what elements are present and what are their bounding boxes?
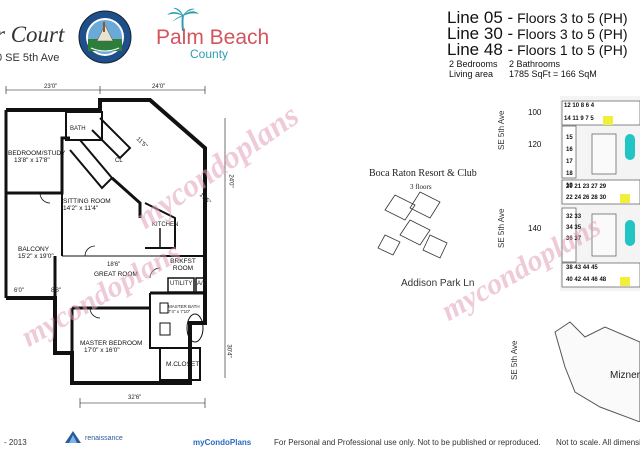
units-row5: 38 43 44 45 bbox=[566, 265, 598, 271]
lines-list: Line 05 - Floors 3 to 5 (PH) Line 30 - F… bbox=[447, 8, 628, 59]
units-col: 15 16 17 18 19 bbox=[566, 135, 573, 189]
room-great: GREAT ROOM bbox=[94, 271, 138, 278]
label-utility: UTILITY bbox=[170, 281, 193, 287]
room-sitting: SITTING ROOM 14'2" x 11'4" bbox=[63, 198, 111, 212]
units-row1: 12 10 8 6 4 bbox=[564, 103, 595, 109]
county-subtitle: County bbox=[190, 47, 229, 61]
units-row4: 22 24 26 28 30 bbox=[566, 195, 607, 201]
renaissance-logo-icon bbox=[65, 431, 81, 443]
city-seal-logo bbox=[78, 10, 132, 64]
line-entry: Line 30 - Floors 3 to 5 (PH) bbox=[447, 24, 628, 43]
brand-name: myCondoPlans bbox=[193, 438, 252, 447]
room-m-closet: M.CLOSET bbox=[166, 361, 200, 368]
units-row3: 20 21 23 27 29 bbox=[566, 184, 607, 190]
room-brkfst: BRKFST ROOM bbox=[170, 258, 196, 272]
room-bedroom-study: BEDROOM/STUDY 13'8" x 17'8" bbox=[8, 150, 66, 164]
building-title: r Court bbox=[0, 22, 65, 47]
site-plan bbox=[560, 96, 640, 291]
dim-left-small2: 8'8" bbox=[51, 288, 61, 294]
floor-plan bbox=[4, 86, 226, 408]
mizner-building bbox=[554, 321, 640, 422]
street-addison: Addison Park Ln bbox=[401, 278, 475, 289]
county-name: Palm Beach bbox=[156, 26, 270, 49]
line-entry: Line 05 - Floors 3 to 5 (PH) bbox=[447, 8, 628, 27]
line-entry: Line 48 - Floors 1 to 5 (PH) bbox=[447, 40, 628, 59]
street-mizner: Mizner bbox=[610, 370, 640, 381]
street-se5-c: SE 5th Ave bbox=[510, 340, 519, 380]
dim-right-lower: 30'4" bbox=[225, 344, 232, 358]
footer-notice: For Personal and Professional use only. … bbox=[274, 438, 541, 447]
footer-year: - 2013 bbox=[4, 438, 27, 447]
dim-bottom: 32'6" bbox=[128, 395, 142, 401]
label-ac: A/C bbox=[197, 281, 208, 287]
renaissance-name: renaissance bbox=[85, 435, 123, 442]
units-row6: 40 42 44 46 48 bbox=[566, 277, 607, 283]
palm-tree-icon bbox=[167, 7, 199, 31]
dim-top-left: 23'0" bbox=[44, 84, 58, 90]
room-balcony: BALCONY 15'2" x 19'0" bbox=[18, 246, 54, 260]
row-label-120: 120 bbox=[528, 140, 542, 149]
dim-left-small: 6'0" bbox=[14, 288, 24, 294]
room-master-bedroom: MASTER BEDROOM 17'0" x 16'0" bbox=[80, 340, 143, 354]
label-bath: BATH bbox=[70, 126, 86, 132]
label-master-bath: MASTER BATH 7'4" x 7'10" bbox=[168, 304, 200, 314]
units-row2: 14 11 9 7 5 bbox=[564, 116, 594, 122]
footer-scale: Not to scale. All dimensio bbox=[556, 438, 640, 447]
label-closet: CL bbox=[115, 158, 123, 164]
dim-great-room: 18'6" bbox=[107, 262, 121, 268]
resort-building-outline bbox=[377, 191, 448, 259]
resort-name: Boca Raton Resort & Club bbox=[369, 168, 477, 179]
dim-top-right: 24'0" bbox=[152, 84, 166, 90]
row-label-140: 140 bbox=[528, 224, 542, 233]
street-se5-b: SE 5th Ave bbox=[497, 208, 506, 248]
row-label-100: 100 bbox=[528, 108, 542, 117]
building-address: 0 SE 5th Ave bbox=[0, 52, 60, 64]
resort-floors: 3 floors bbox=[410, 183, 432, 191]
units-col2: 32 33 34 35 36 37 bbox=[566, 214, 582, 242]
label-kitchen: KITCHEN bbox=[152, 222, 179, 228]
street-se5-a: SE 5th Ave bbox=[497, 110, 506, 150]
